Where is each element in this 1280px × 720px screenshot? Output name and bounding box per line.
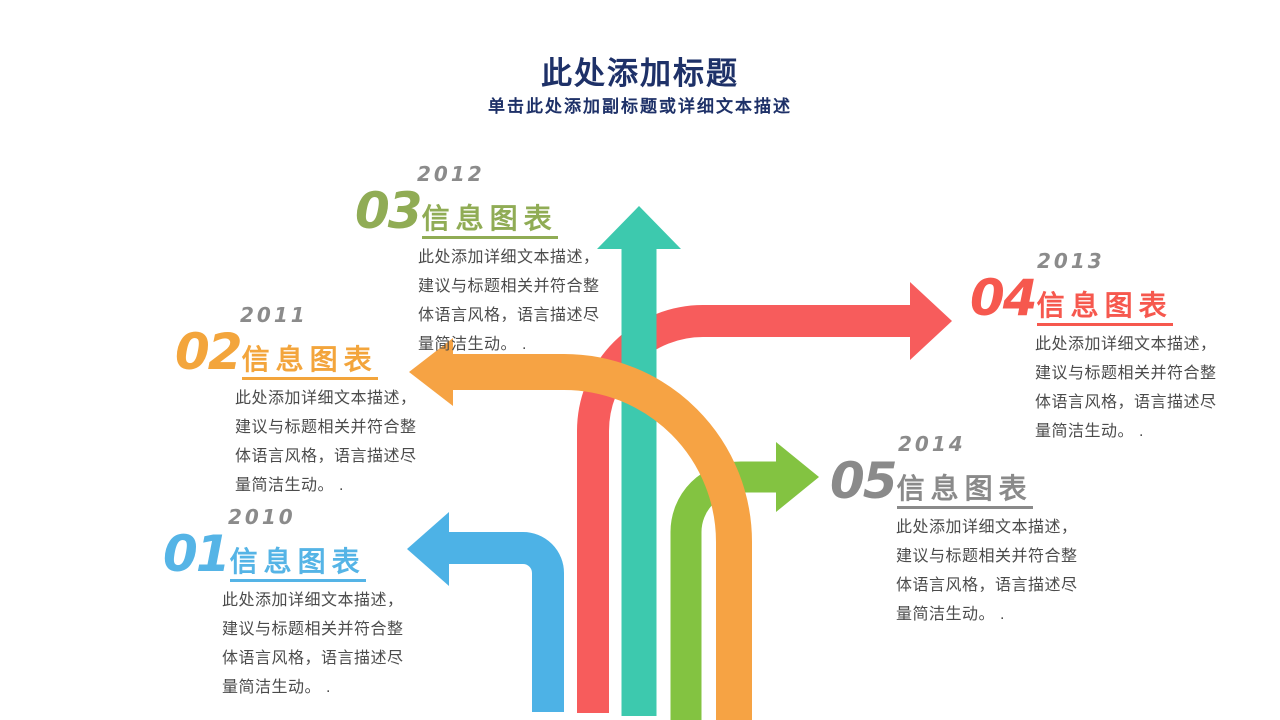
item-label: 信息图表 bbox=[896, 475, 1033, 509]
item-number: 05 bbox=[830, 452, 898, 510]
up-arrow-teal bbox=[597, 206, 681, 716]
item-year: 2013 bbox=[1037, 249, 1105, 273]
item-label: 信息图表 bbox=[229, 548, 366, 582]
page-subtitle: 单击此处添加副标题或详细文本描述 bbox=[488, 97, 792, 116]
item-number: 03 bbox=[355, 182, 423, 240]
item-label: 信息图表 bbox=[421, 205, 558, 239]
item-description: 此处添加详细文本描述， 建议与标题相关并符合整 体语言风格，语言描述尽 量简洁生… bbox=[418, 249, 600, 353]
item-year: 2012 bbox=[417, 162, 485, 186]
item-number: 02 bbox=[175, 323, 243, 381]
timeline-item-04: 2013 04 信息图表 此处添加详细文本描述， 建议与标题相关并符合整 体语言… bbox=[970, 249, 1217, 446]
left-arrow-orange bbox=[409, 338, 752, 720]
item-number: 01 bbox=[163, 525, 231, 583]
timeline-item-05: 2014 05 信息图表 此处添加详细文本描述， 建议与标题相关并符合整 体语言… bbox=[830, 432, 1078, 629]
timeline-item-03: 2012 03 信息图表 此处添加详细文本描述， 建议与标题相关并符合整 体语言… bbox=[355, 162, 600, 359]
item-year: 2011 bbox=[240, 303, 308, 327]
lower-left-arrow-blue bbox=[407, 512, 564, 712]
timeline-item-01: 2010 01 信息图表 此处添加详细文本描述， 建议与标题相关并符合整 体语言… bbox=[163, 505, 404, 702]
item-label: 信息图表 bbox=[1036, 292, 1173, 326]
item-year: 2010 bbox=[228, 505, 296, 529]
timeline-item-02: 2011 02 信息图表 此处添加详细文本描述， 建议与标题相关并符合整 体语言… bbox=[175, 303, 417, 500]
item-description: 此处添加详细文本描述， 建议与标题相关并符合整 体语言风格，语言描述尽 量简洁生… bbox=[896, 519, 1078, 623]
item-description: 此处添加详细文本描述， 建议与标题相关并符合整 体语言风格，语言描述尽 量简洁生… bbox=[235, 390, 417, 494]
item-number: 04 bbox=[970, 269, 1038, 327]
item-description: 此处添加详细文本描述， 建议与标题相关并符合整 体语言风格，语言描述尽 量简洁生… bbox=[1035, 336, 1217, 440]
page-title: 此处添加标题 bbox=[541, 56, 739, 91]
item-description: 此处添加详细文本描述， 建议与标题相关并符合整 体语言风格，语言描述尽 量简洁生… bbox=[222, 592, 404, 696]
item-year: 2014 bbox=[898, 432, 966, 456]
item-label: 信息图表 bbox=[241, 346, 378, 380]
